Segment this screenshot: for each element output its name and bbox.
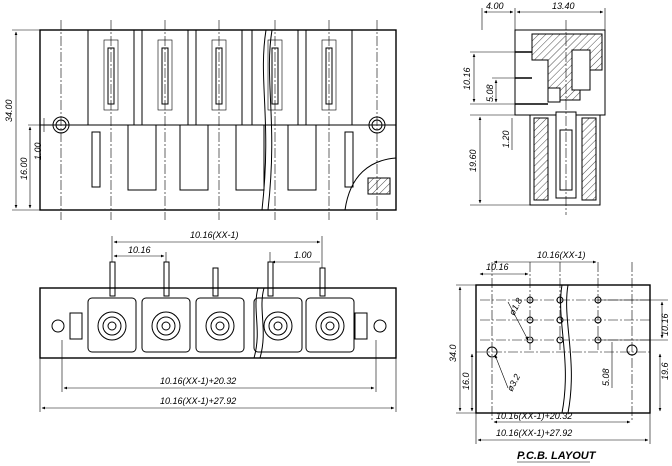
dim-side-10-16: 10.16 — [462, 67, 472, 90]
dim-bottom-pin-1: 1.00 — [294, 250, 312, 260]
dim-pcb-5-08: 5.08 — [601, 368, 611, 386]
dim-front-height-16: 16.00 — [19, 157, 29, 180]
dim-pcb-mid-length: 10.16(XX-1)+20.32 — [496, 411, 572, 421]
bottom-view-pins — [109, 261, 326, 297]
dim-bottom-pitch-total: 10.16(XX-1) — [190, 230, 239, 240]
dim-front-1: 1.00 — [33, 142, 43, 160]
dim-bottom-pitch: 10.16 — [128, 245, 151, 255]
pcb-dimensions: 10.16(XX-1) 10.16 ø1.8 ø3.2 34.0 16.0 10… — [448, 250, 670, 444]
dim-pcb-hole-large: ø3.2 — [505, 372, 522, 393]
dim-side-width-right: 13.40 — [552, 1, 575, 11]
dim-pcb-row-spacing: 10.16 — [660, 313, 670, 336]
dim-pcb-height-34: 34.0 — [448, 344, 458, 362]
dim-side-19-60: 19.60 — [468, 149, 478, 172]
dim-front-overall-height: 34.00 — [4, 99, 14, 122]
bottom-view: 10.16(XX-1) 10.16 1.00 10.16(XX-1)+20.32… — [39, 230, 397, 412]
dim-side-width-left: 4.00 — [486, 1, 504, 11]
pcb-layout-title: P.C.B. LAYOUT — [517, 450, 597, 462]
dim-side-1-20: 1.20 — [501, 130, 511, 148]
pcb-layout: 10.16(XX-1) 10.16 ø1.8 ø3.2 34.0 16.0 10… — [448, 250, 670, 463]
dim-pcb-pitch-total: 10.16(XX-1) — [537, 250, 586, 260]
front-view-dimensions: 34.00 16.00 1.00 — [4, 29, 54, 211]
front-view: 34.00 16.00 1.00 — [4, 20, 397, 220]
front-view-lower-slots — [91, 124, 354, 191]
dim-pcb-hole-small: ø1.8 — [507, 296, 524, 317]
dim-side-5-08: 5.08 — [485, 84, 495, 102]
dim-bottom-overall-length: 10.16(XX-1)+27.92 — [160, 396, 236, 406]
dim-pcb-19-6: 19.6 — [660, 362, 670, 380]
side-view-dimensions: 4.00 13.40 10.16 5.08 1.20 19.60 — [462, 1, 606, 206]
dim-pcb-overall-length: 10.16(XX-1)+27.92 — [496, 428, 572, 438]
dim-bottom-mid-length: 10.16(XX-1)+20.32 — [160, 376, 236, 386]
dim-pcb-height-16: 16.0 — [461, 372, 471, 390]
side-view: 4.00 13.40 10.16 5.08 1.20 19.60 — [462, 1, 606, 215]
dim-pcb-pitch: 10.16 — [486, 262, 509, 272]
bottom-view-dimensions: 10.16(XX-1) 10.16 1.00 10.16(XX-1)+20.32… — [39, 230, 397, 412]
front-view-pole-slots — [87, 29, 353, 126]
bottom-view-pole-cells — [87, 297, 355, 353]
